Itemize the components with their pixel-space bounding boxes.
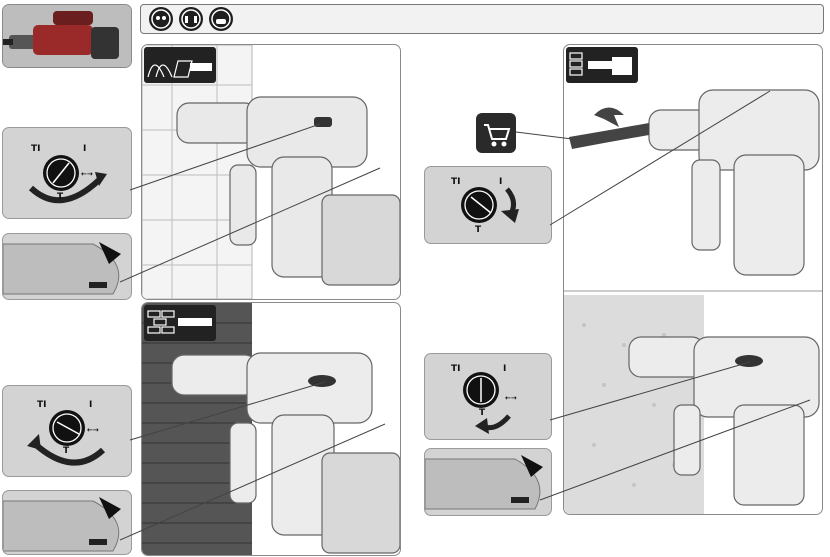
press-button-callout-1: [2, 233, 132, 300]
brick-wall-icon: [144, 305, 216, 341]
ppe-bar: [140, 4, 824, 34]
panel-drill-brick: [141, 302, 401, 556]
dial-label-rotate: ←→: [505, 394, 517, 402]
dial-callout-hammer-drill: TI I T ←→: [2, 127, 132, 219]
dial-label-rotate: ←→: [87, 426, 99, 434]
press-button-callout-2: [2, 490, 132, 555]
dial-label-ti: TI: [451, 177, 461, 187]
dial-label-i: I: [83, 144, 87, 154]
dial-label-i: I: [503, 364, 507, 374]
tile-wall-icon: [144, 47, 216, 83]
dial-callout-drill: TI I T ←→: [2, 385, 132, 477]
dial-label-t: T: [475, 225, 482, 235]
panel-drill-tiles: [141, 44, 401, 300]
panel-chisel: [563, 44, 823, 515]
rotary-hammer-icon: [3, 5, 131, 67]
dial-label-t: T: [479, 408, 486, 418]
dial-label-rotate: ←→: [81, 170, 93, 178]
dial-label-ti: TI: [451, 364, 461, 374]
ear-protection-icon: [179, 7, 203, 31]
dial-label-i: I: [89, 400, 93, 410]
dial-callout-chisel: TI I T: [424, 166, 552, 244]
dial-label-ti: TI: [31, 144, 41, 154]
eye-protection-icon: [149, 7, 173, 31]
dial-label-t: T: [57, 192, 64, 202]
dial-label-t: T: [63, 446, 70, 456]
dial-callout-hammer: TI I T ←→: [424, 353, 552, 440]
press-button-callout-3: [424, 448, 552, 516]
dial-label-ti: TI: [37, 400, 47, 410]
chisel-wall-icon: [566, 47, 638, 83]
dust-mask-icon: [209, 7, 233, 31]
product-thumbnail: [2, 4, 132, 68]
shopping-cart-icon: [476, 113, 516, 153]
dial-label-i: I: [499, 177, 503, 187]
